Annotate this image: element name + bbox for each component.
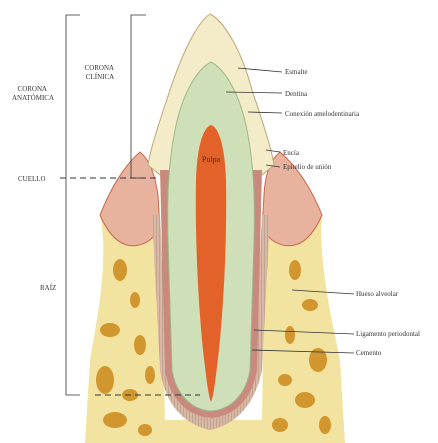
corona-clinica-line1: CORONA: [85, 64, 115, 72]
label-ligamento: Ligamento periodontal: [356, 330, 420, 338]
label-epitelio: Epitelio de unión: [283, 163, 332, 171]
label-hueso: Hueso alveolar: [356, 290, 399, 298]
label-corona-clinica: CORONA CLÍNICA: [85, 64, 116, 81]
label-esmalte: Esmalte: [285, 68, 308, 76]
corona-anatomica-line2: ANATÓMICA: [12, 94, 54, 102]
corona-anatomica-line1: CORONA: [18, 85, 48, 93]
label-cuello: CUELLO: [18, 175, 46, 183]
label-cemento: Cemento: [356, 349, 382, 357]
label-corona-anatomica: CORONA ANATÓMICA: [12, 85, 54, 102]
label-raiz: RAÍZ: [40, 284, 56, 292]
label-dentina: Dentina: [285, 90, 308, 98]
label-pulpa: Pulpa: [202, 155, 221, 164]
label-conexion: Conexión amelodentinaria: [285, 110, 360, 118]
corona-clinica-line2: CLÍNICA: [86, 73, 114, 81]
label-encia: Encía: [283, 149, 300, 157]
